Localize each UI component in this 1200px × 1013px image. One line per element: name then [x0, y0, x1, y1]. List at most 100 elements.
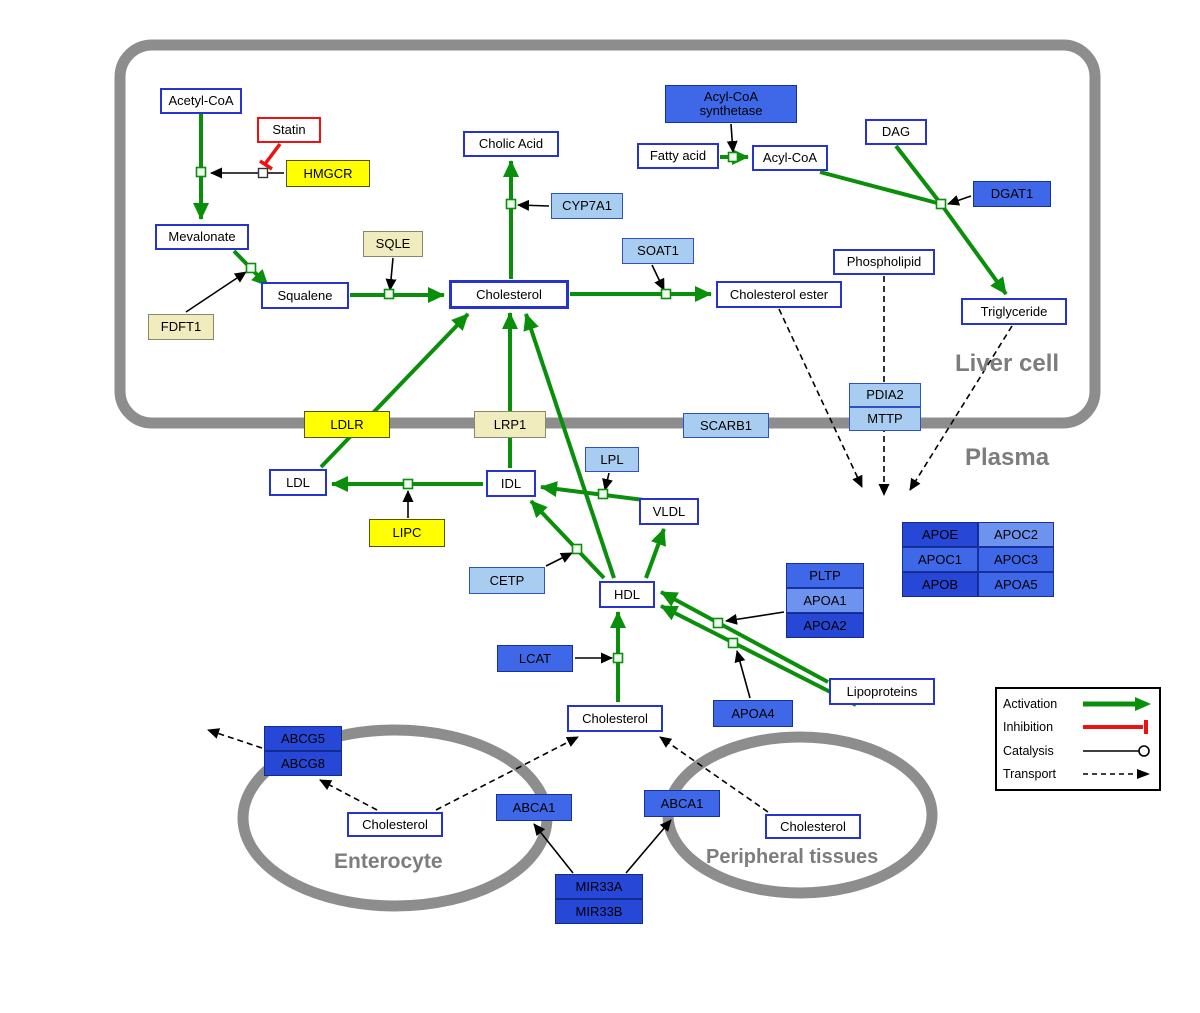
node-lcat[interactable]: LCAT — [497, 645, 573, 672]
reaction-node-cetp — [571, 543, 583, 555]
activation-acylcoa-dgatnode — [819, 170, 942, 206]
node-apoa5[interactable]: APOA5 — [978, 572, 1054, 597]
node-cholesterol-peripheral[interactable]: Cholesterol — [765, 814, 861, 839]
label-liver-cell: Liver cell — [955, 350, 1060, 377]
node-apoc3[interactable]: APOC3 — [978, 547, 1054, 572]
transport-enterocyte-cholesterol-plasma — [435, 736, 579, 811]
node-fatty-acid[interactable]: Fatty acid — [637, 143, 719, 169]
node-acyl-coa[interactable]: Acyl-CoA — [752, 145, 828, 171]
node-cholesterol-ester[interactable]: Cholesterol ester — [716, 281, 842, 308]
node-hdl[interactable]: HDL — [599, 581, 655, 608]
node-acetyl-coa[interactable]: Acetyl-CoA — [160, 88, 242, 114]
label-enterocyte: Enterocyte — [334, 850, 443, 873]
catalysis-lpl — [602, 472, 613, 491]
node-apoc1[interactable]: APOC1 — [902, 547, 978, 572]
node-abca1-enterocyte[interactable]: ABCA1 — [496, 794, 572, 821]
legend-activation-label: Activation — [1003, 696, 1058, 711]
catalysis-fdft1 — [185, 271, 247, 313]
node-phospholipid[interactable]: Phospholipid — [833, 249, 935, 275]
transport-dashed-arrow-icon — [1083, 769, 1150, 780]
activation-hdl-idl — [529, 499, 606, 580]
reaction-node-acylcoa-synthetase — [727, 151, 739, 163]
node-squalene[interactable]: Squalene — [261, 282, 349, 309]
reaction-node-apoa-stack — [712, 617, 724, 629]
legend-row-inhibition: Inhibition — [1003, 716, 1153, 738]
reaction-node-fdft1 — [245, 262, 257, 274]
catalysis-cyp7a1 — [517, 199, 550, 211]
label-peripheral-tissues: Peripheral tissues — [706, 846, 879, 868]
node-pdia2[interactable]: PDIA2 — [849, 383, 921, 407]
catalysis-dgat1 — [947, 195, 972, 206]
node-abcg5[interactable]: ABCG5 — [264, 726, 342, 751]
node-cholesterol-liver[interactable]: Cholesterol — [449, 280, 569, 309]
legend-row-catalysis: Catalysis — [1003, 740, 1153, 762]
reaction-node-cyp7a1 — [505, 198, 517, 210]
node-apoa4[interactable]: APOA4 — [713, 700, 793, 727]
node-fdft1[interactable]: FDFT1 — [148, 314, 214, 340]
node-ldlr[interactable]: LDLR — [304, 411, 390, 438]
activation-lipoproteins-hdl-lower — [660, 604, 857, 707]
node-abcg8[interactable]: ABCG8 — [264, 751, 342, 776]
activation-dag-dgatnode — [894, 144, 943, 206]
node-lipc[interactable]: LIPC — [369, 519, 445, 547]
node-abca1-peripheral[interactable]: ABCA1 — [644, 790, 720, 817]
liver-cell-membrane — [114, 39, 1101, 429]
node-sqle[interactable]: SQLE — [363, 231, 423, 257]
activation-lipoproteins-hdl-upper — [660, 590, 829, 684]
activation-ldl-ldlr-cholesterol — [319, 312, 470, 469]
arrow-mir33-abca1-enterocyte — [533, 823, 574, 874]
arrow-mir33-abca1-peripheral — [625, 819, 672, 874]
reaction-node-dgat1 — [935, 198, 947, 210]
activation-arrow-icon — [1083, 696, 1151, 711]
node-dgat1[interactable]: DGAT1 — [973, 181, 1051, 207]
activation-hdl-vldl — [644, 528, 666, 579]
node-apob[interactable]: APOB — [902, 572, 978, 597]
transport-abcg58-lumen — [207, 728, 263, 749]
legend-catalysis-label: Catalysis — [1003, 743, 1054, 758]
node-lpl[interactable]: LPL — [585, 447, 639, 472]
node-scarb1[interactable]: SCARB1 — [683, 413, 769, 438]
node-apoc2[interactable]: APOC2 — [978, 522, 1054, 547]
node-hmgcr[interactable]: HMGCR — [286, 160, 370, 187]
node-ldl[interactable]: LDL — [269, 469, 327, 496]
node-mevalonate[interactable]: Mevalonate — [155, 224, 249, 250]
reaction-node-lpl — [597, 488, 609, 500]
node-pltp[interactable]: PLTP — [786, 563, 864, 588]
node-soat1[interactable]: SOAT1 — [622, 238, 694, 264]
reaction-node-apoa4 — [727, 637, 739, 649]
catalysis-acylcoa-synthetase — [726, 123, 738, 153]
reaction-node-hmgcr — [195, 166, 207, 178]
catalysis-soat1 — [651, 264, 665, 291]
node-cetp[interactable]: CETP — [469, 567, 545, 594]
node-acyl-coa-synthetase[interactable]: Acyl-CoA synthetase — [665, 85, 797, 123]
legend-row-transport: Transport — [1003, 763, 1153, 785]
node-cholic-acid[interactable]: Cholic Acid — [463, 131, 559, 157]
node-mttp[interactable]: MTTP — [849, 407, 921, 431]
legend-inhibition-label: Inhibition — [1003, 720, 1054, 735]
node-mir33a[interactable]: MIR33A — [555, 874, 643, 899]
node-vldl[interactable]: VLDL — [639, 498, 699, 525]
node-cholesterol-enterocyte[interactable]: Cholesterol — [347, 812, 443, 837]
node-idl[interactable]: IDL — [486, 470, 536, 497]
node-apoe[interactable]: APOE — [902, 522, 978, 547]
legend-transport-label: Transport — [1003, 767, 1057, 782]
node-dag[interactable]: DAG — [865, 119, 927, 145]
node-mir33b[interactable]: MIR33B — [555, 899, 643, 924]
node-cholesterol-plasma[interactable]: Cholesterol — [567, 705, 663, 732]
activation-hdl-cholesterol — [523, 313, 616, 579]
inhibition-statin-tbar — [259, 159, 273, 171]
node-apoa1[interactable]: APOA1 — [786, 588, 864, 613]
legend-row-activation: Activation — [1003, 693, 1153, 715]
reaction-node-lcat — [612, 652, 624, 664]
catalysis-sqle — [385, 257, 397, 291]
node-lrp1[interactable]: LRP1 — [474, 411, 546, 438]
node-triglyceride[interactable]: Triglyceride — [961, 298, 1067, 325]
node-cyp7a1[interactable]: CYP7A1 — [551, 193, 623, 219]
node-statin[interactable]: Statin — [257, 117, 321, 143]
catalysis-apoa-stack — [725, 611, 785, 625]
reaction-node-sqle — [383, 288, 395, 300]
node-apoa2[interactable]: APOA2 — [786, 613, 864, 638]
legend: Activation Inhibition Catalysis Transpor… — [995, 687, 1161, 791]
node-lipoproteins[interactable]: Lipoproteins — [829, 678, 935, 705]
